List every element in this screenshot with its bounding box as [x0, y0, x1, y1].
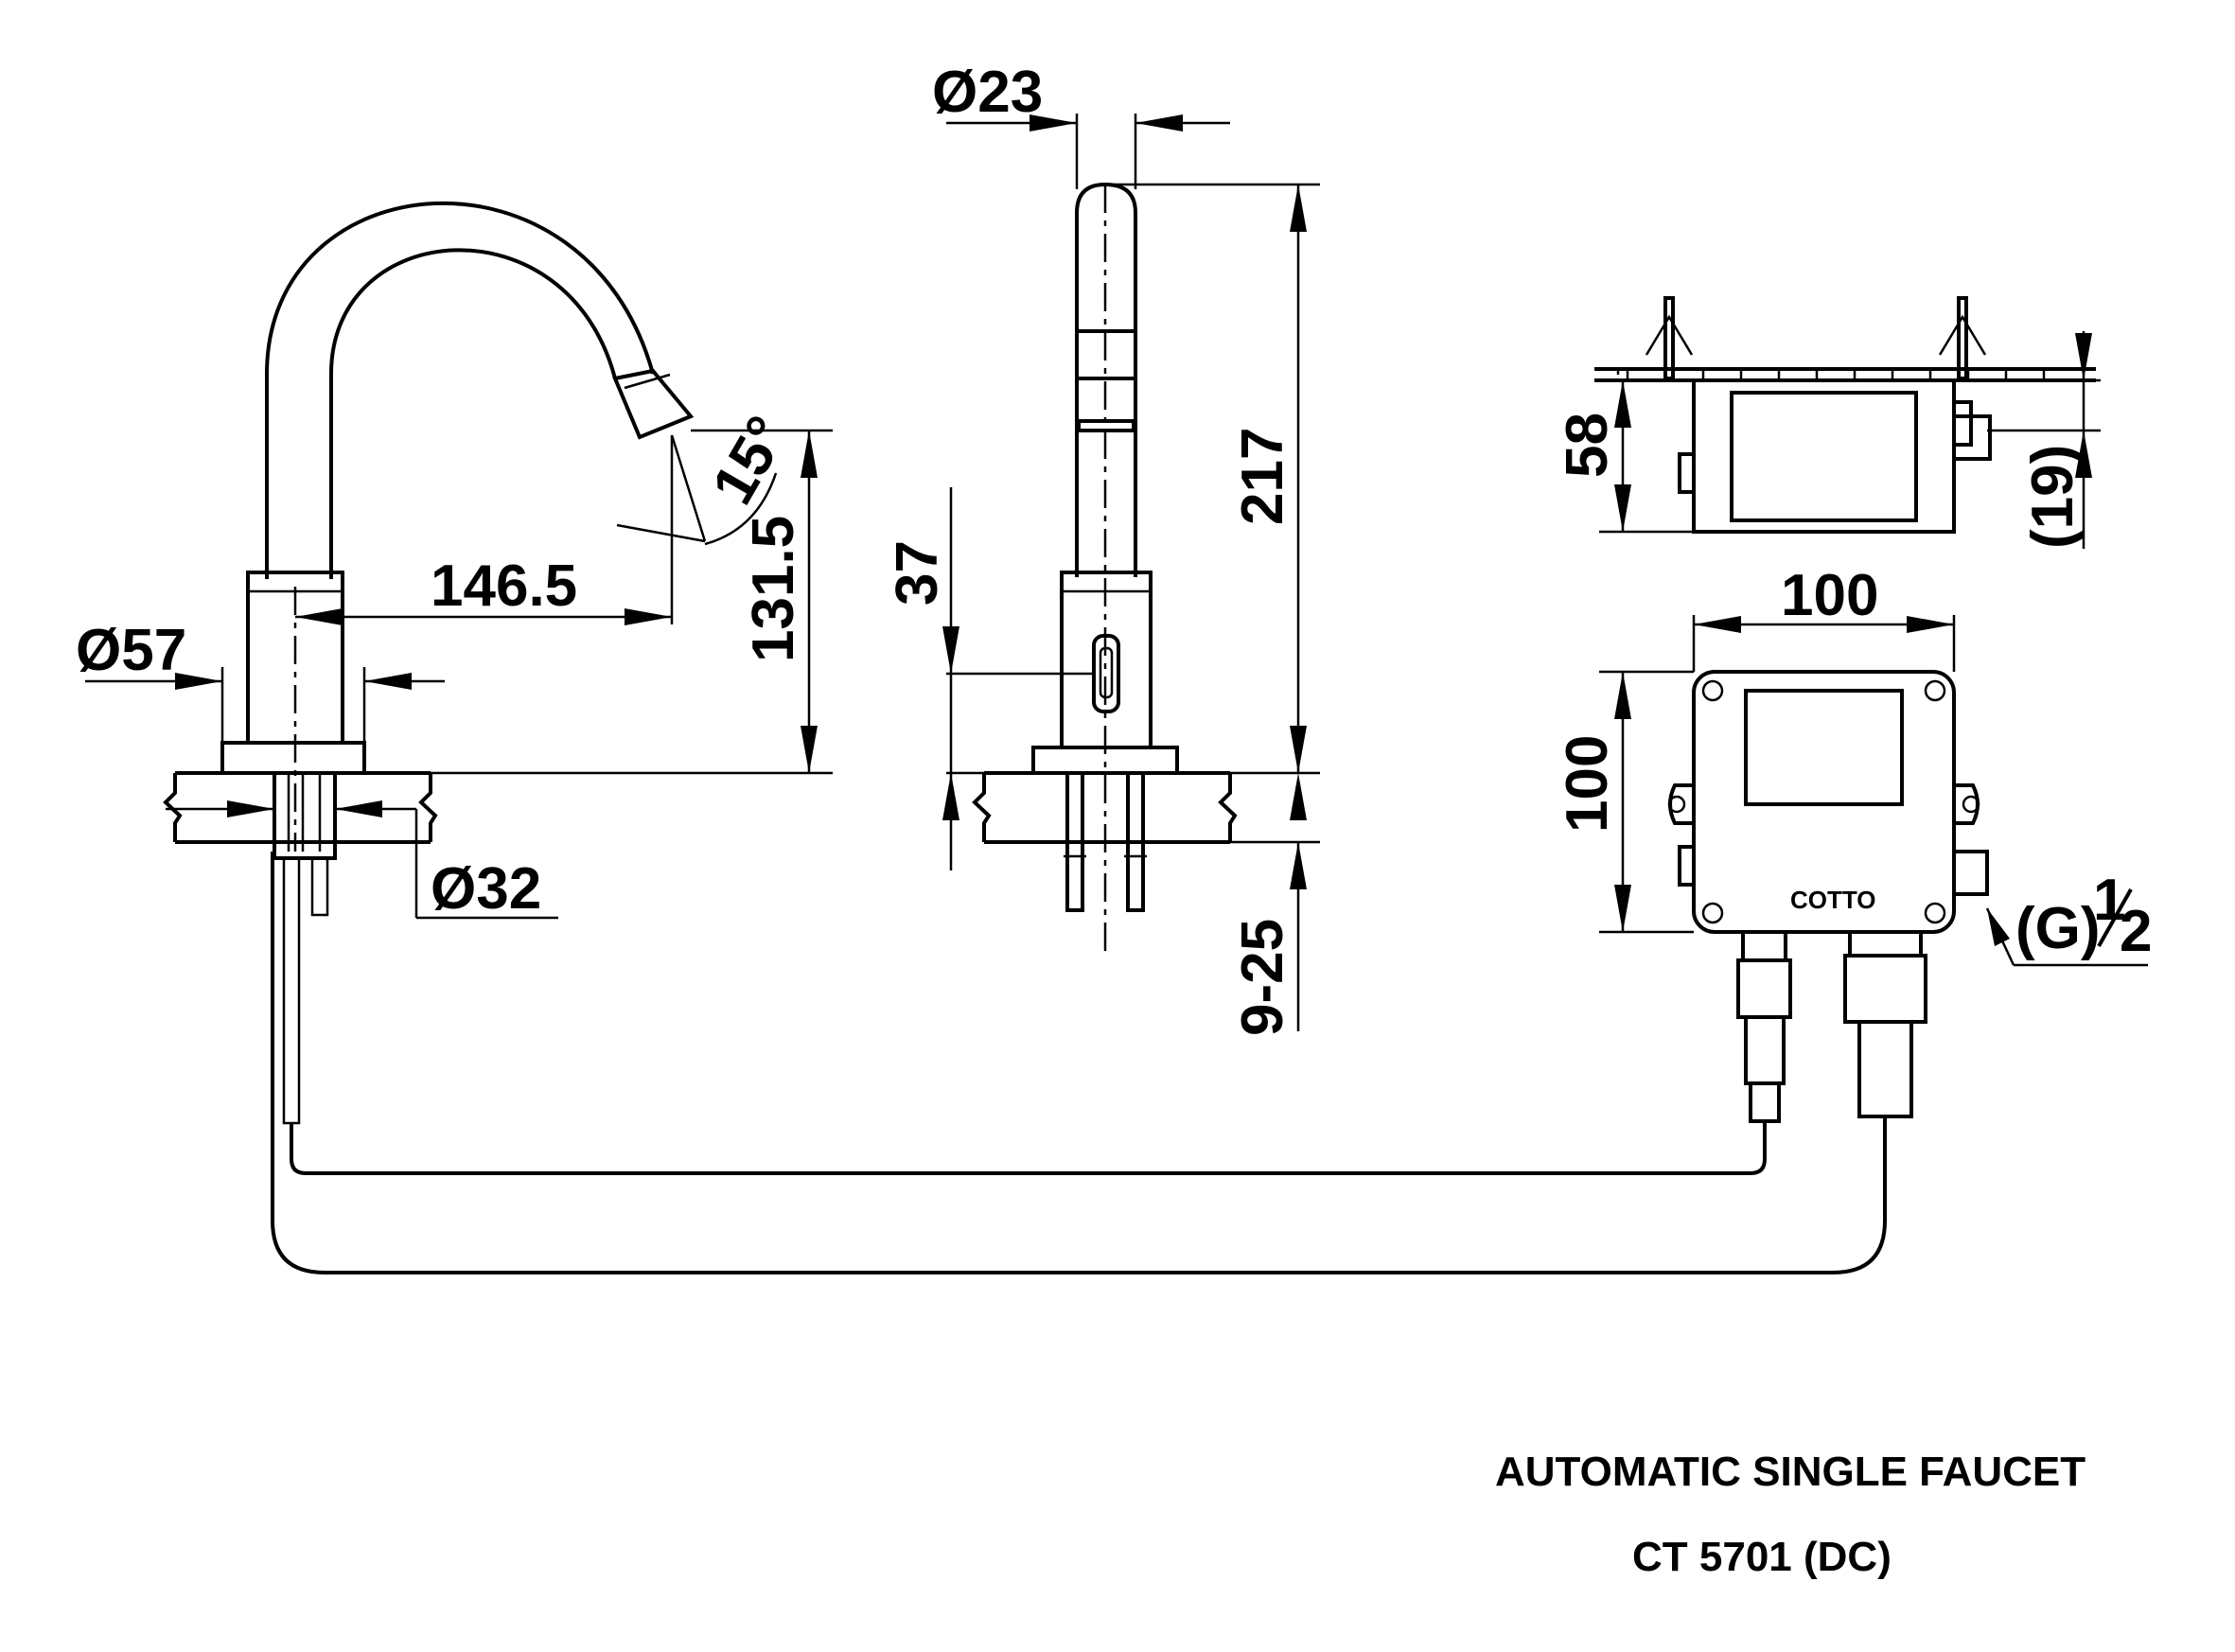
control-box-front-view: COTTO [1667, 670, 1989, 1123]
dim-spout-reach: 146.5 [295, 435, 674, 625]
dim-label: 9-25 [1230, 919, 1295, 1036]
dim-counter-thickness: 9-25 [1230, 773, 1320, 1036]
dim-inlet-thread: (G) 1 2 [1985, 868, 2152, 967]
dim-box-height: 100 [1555, 670, 1694, 934]
counter-section-left [163, 771, 438, 844]
dim-label: 146.5 [431, 554, 577, 619]
dim-label: Ø32 [431, 856, 541, 922]
dim-label: (G) [2015, 896, 2101, 961]
dim-base-diameter: Ø57 [76, 618, 445, 743]
faucet-front-view [972, 182, 1238, 956]
dim-label: 100 [1781, 563, 1878, 628]
model-number: CT 5701 (DC) [1632, 1534, 1892, 1580]
dim-box-offset: (19) [1987, 331, 2101, 549]
dim-spout-diameter: Ø23 [932, 60, 1230, 189]
connecting-hoses [271, 852, 1887, 1274]
dim-label: Ø23 [932, 60, 1043, 125]
dim-box-depth: 58 [1555, 378, 1694, 534]
dim-label: 131.5 [741, 516, 806, 662]
dim-label: 217 [1230, 428, 1295, 525]
dim-label: 2 [2120, 899, 2152, 964]
dim-label: 1 [2093, 868, 2125, 933]
dim-box-width: 100 [1692, 563, 1956, 672]
dim-total-height: 217 [1105, 183, 1320, 775]
dim-label: 37 [885, 540, 950, 606]
dim-label: (19) [2020, 445, 2085, 549]
dim-label: 58 [1555, 413, 1620, 478]
dim-spout-height: 131.5 [431, 429, 833, 775]
dim-shank-diameter: Ø32 [166, 800, 558, 922]
faucet-side-view [163, 201, 695, 1125]
counter-section-mid [972, 771, 1238, 844]
dim-label: Ø57 [76, 618, 186, 683]
dim-label: 15° [700, 406, 801, 516]
dim-label: 100 [1555, 735, 1620, 833]
drawing-title: AUTOMATIC SINGLE FAUCET [1495, 1449, 2085, 1495]
brand-logo: COTTO [1790, 886, 1876, 914]
dim-sensor-height: 37 [885, 487, 1094, 870]
